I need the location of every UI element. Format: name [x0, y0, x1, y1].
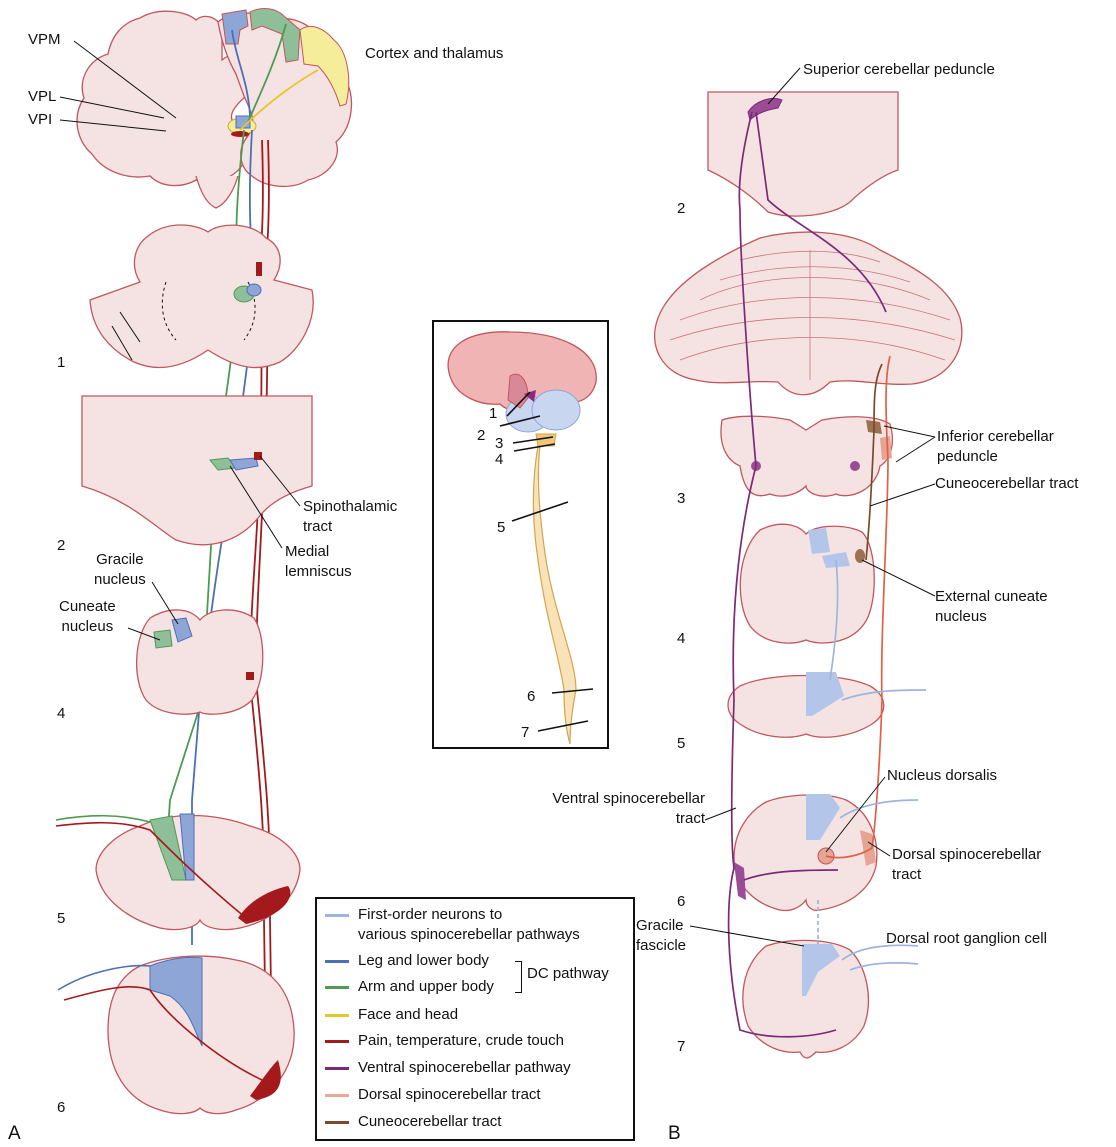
inset-level-4: 4 — [495, 451, 504, 468]
legend-item-leg: Leg and lower body — [325, 951, 489, 971]
legend: First-order neurons to various spinocere… — [315, 897, 635, 1141]
legend-item-dorsal-spinocerebellar: Dorsal spinocerebellar tract — [325, 1085, 541, 1105]
spinal-section-6-a — [57, 955, 295, 1115]
dorsal-spinocerebellar-tract-label: Dorsal spinocerebellar tract — [892, 846, 1042, 883]
legend-swatch — [325, 985, 349, 989]
cortex-somatosensory-areas — [221, 8, 350, 137]
spinal-section-6-b — [733, 794, 878, 912]
external-cuneate-nucleus-label: External cuneate nucleus — [935, 588, 1048, 625]
section-number-b-7: 7 — [677, 1038, 686, 1055]
inset-level-5: 5 — [497, 519, 506, 536]
inset-box — [432, 320, 609, 749]
vpl-label: VPL — [28, 88, 57, 105]
pons-section-2-b — [707, 91, 899, 217]
vpi-label: VPI — [28, 111, 53, 128]
section-number-b-6: 6 — [677, 893, 686, 910]
dc-pathway-bracket — [515, 961, 522, 993]
pons-section-2-a — [81, 395, 313, 546]
ventral-spinocerebellar-tract-label: Ventral spinocerebellar tract — [552, 790, 705, 827]
legend-item-first-order: First-order neurons to various spinocere… — [325, 905, 580, 945]
inset-level-1: 1 — [489, 405, 498, 422]
inset-level-3: 3 — [495, 435, 504, 452]
midbrain-section-1 — [89, 224, 314, 369]
medial-lemniscus-label: Medial lemniscus — [285, 543, 352, 580]
legend-item-arm: Arm and upper body — [325, 977, 494, 997]
inset-level-2: 2 — [477, 427, 486, 444]
legend-item-face: Face and head — [325, 1005, 458, 1025]
dc-pathway-label: DC pathway — [527, 965, 609, 982]
cuneocerebellar-tract-label: Cuneocerebellar tract — [935, 475, 1079, 492]
legend-swatch — [325, 1013, 349, 1017]
pathways-b — [727, 111, 927, 1038]
legend-swatch — [325, 1120, 349, 1124]
pons-a-leader-lines — [229, 455, 301, 549]
spinothalamic-tract-label: Spinothalamic tract — [303, 498, 398, 535]
inset-level-6: 6 — [527, 688, 536, 705]
gracile-nucleus-label: Gracile nucleus — [94, 551, 146, 588]
vpm-label: VPM — [28, 31, 61, 48]
section-number-b-3: 3 — [677, 490, 686, 507]
gracile-fascicle-label: Gracile fascicle — [636, 917, 687, 954]
nucleus-dorsalis-label: Nucleus dorsalis — [887, 767, 998, 784]
panel-label-b: B — [668, 1123, 681, 1144]
inferior-cerebellar-peduncle-label: Inferior cerebellar peduncle — [937, 428, 1054, 465]
section-number-a-4: 4 — [57, 705, 66, 722]
medulla-section-4-a — [136, 609, 264, 715]
legend-item-pain: Pain, temperature, crude touch — [325, 1031, 564, 1051]
spinal-section-5-a — [55, 813, 301, 931]
spinal-section-7-b — [742, 939, 870, 1059]
legend-item-cuneocerebellar: Cuneocerebellar tract — [325, 1112, 501, 1132]
legend-swatch — [325, 1039, 349, 1043]
section-number-a-1: 1 — [57, 354, 66, 371]
midbrain-markings — [111, 262, 262, 361]
inset-brain-sagittal — [447, 331, 597, 745]
cortex-thalamus-title: Cortex and thalamus — [365, 45, 504, 62]
inset-level-lines — [499, 391, 594, 732]
section-number-b-4: 4 — [677, 630, 686, 647]
spinal-section-5-b — [727, 672, 885, 738]
cerebellum — [654, 231, 963, 396]
legend-item-ventral-spinocerebellar: Ventral spinocerebellar pathway — [325, 1058, 571, 1078]
leader-lines-b — [689, 67, 936, 947]
dorsal-root-ganglion-cell-label: Dorsal root ganglion cell — [886, 930, 1047, 947]
legend-swatch — [325, 1093, 349, 1097]
cortex-pathway-lines — [231, 23, 319, 131]
section-number-a-5: 5 — [57, 910, 66, 927]
medulla-section-3-b — [720, 415, 894, 497]
section-number-b-5: 5 — [677, 735, 686, 752]
medulla-a-leader-lines — [127, 581, 179, 641]
legend-swatch — [325, 914, 349, 917]
cuneate-nucleus-label: Cuneate nucleus — [59, 598, 116, 635]
legend-swatch — [325, 959, 349, 963]
section-number-a-6: 6 — [57, 1099, 66, 1116]
medulla-section-4-b — [739, 523, 875, 644]
superior-cerebellar-peduncle-label: Superior cerebellar peduncle — [803, 61, 995, 78]
section-number-b-2: 2 — [677, 200, 686, 217]
inset-level-7: 7 — [521, 724, 530, 741]
panel-label-a: A — [8, 1123, 21, 1144]
legend-swatch — [325, 1066, 349, 1070]
section-number-a-2: 2 — [57, 537, 66, 554]
thalamus-leader-lines — [59, 40, 177, 132]
